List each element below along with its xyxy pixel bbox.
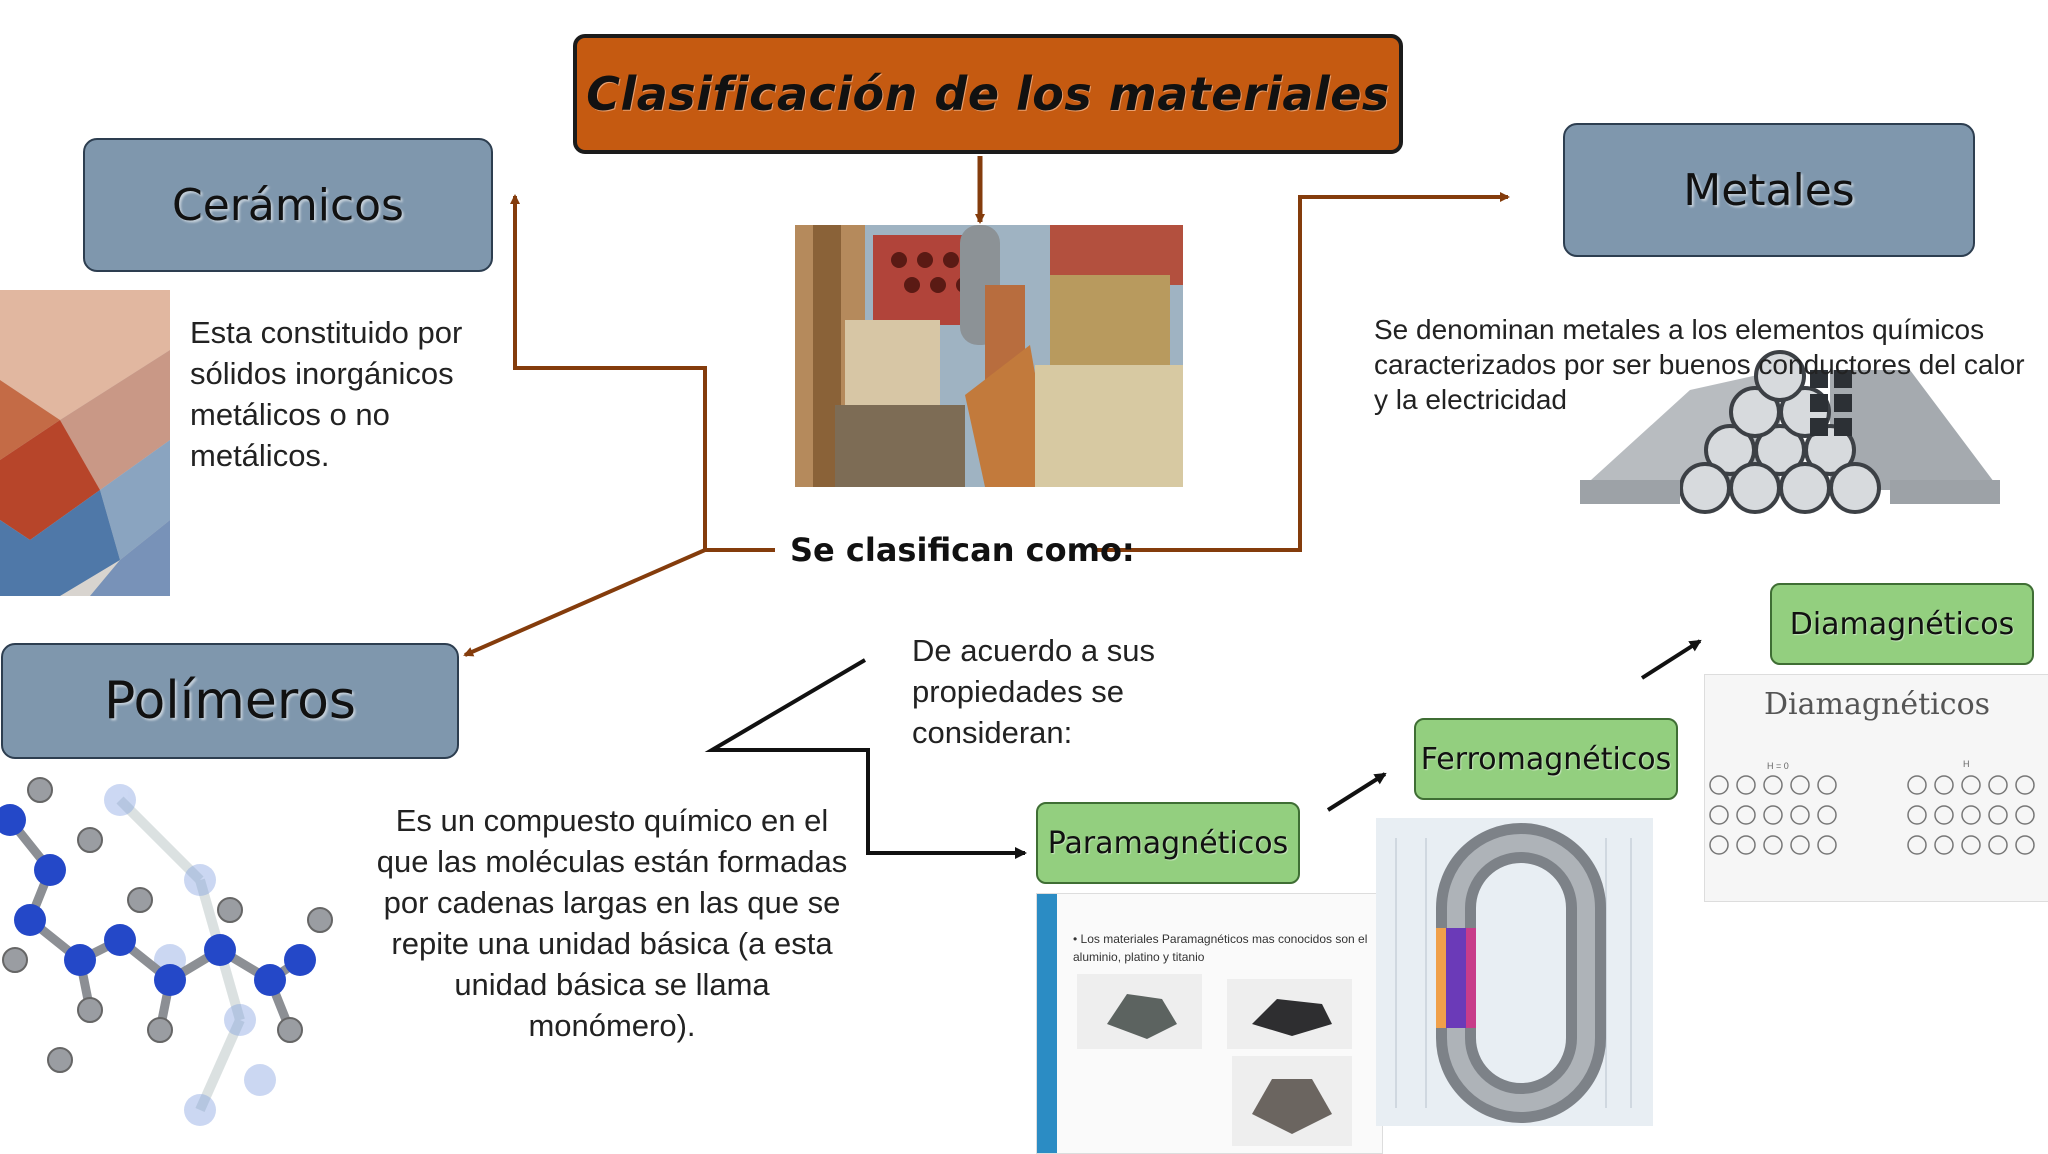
center-label: Se clasifican como: <box>790 531 1135 569</box>
arrow-para-to-ferro <box>1326 772 1387 812</box>
bullet-dot: • <box>1073 932 1081 946</box>
ferromagnetic-image <box>1376 818 1653 1126</box>
title-text: Clasificación de los materiales <box>586 67 1390 121</box>
paramagnetic-slide-bullet-text: Los materiales Paramagnéticos mas conoci… <box>1073 932 1368 964</box>
category-box-ceramicos: Cerámicos <box>83 138 493 272</box>
diamagnetic-field-h: H <box>1963 759 1970 769</box>
arrow-to-polimeros <box>463 548 706 657</box>
arrow-to-ceramicos <box>510 194 775 552</box>
diamagnetic-slide-image: Diamagnéticos H = 0 H <box>1704 674 2048 902</box>
description-metales: Se denominan metales a los elementos quí… <box>1374 314 2025 415</box>
title-box: Clasificación de los materiales <box>573 34 1403 154</box>
property-box-ferromagneticos: Ferromagnéticos <box>1414 718 1678 800</box>
arrow-to-paramagneticos <box>704 658 1027 859</box>
category-label-polimeros: Polímeros <box>103 671 356 731</box>
property-label-paramagneticos: Paramagnéticos <box>1047 825 1289 861</box>
category-box-metales: Metales <box>1563 123 1975 257</box>
description-ceramicos: Esta constituido por sólidos inorgánicos… <box>190 315 463 473</box>
property-label-ferromagneticos: Ferromagnéticos <box>1420 741 1672 777</box>
arrow-to-metales <box>1095 192 1510 552</box>
arrow-ferro-to-dia <box>1640 639 1702 680</box>
slide-accent-bar <box>1037 894 1057 1153</box>
property-box-diamagneticos: Diamagnéticos <box>1770 583 2034 665</box>
property-label-diamagneticos: Diamagnéticos <box>1789 606 2015 642</box>
mineral-samples <box>1077 974 1352 1146</box>
diamagnetic-field-zero: H = 0 <box>1767 761 1789 771</box>
metal-pipes-photo <box>1580 350 2000 514</box>
materials-photo <box>795 225 1183 487</box>
category-label-metales: Metales <box>1683 164 1855 216</box>
description-polimeros: Es un compuesto químico en el que las mo… <box>376 803 848 1043</box>
properties-intro: De acuerdo a sus propiedades se consider… <box>912 633 1155 750</box>
category-box-polimeros: Polímeros <box>1 643 459 759</box>
category-label-ceramicos: Cerámicos <box>172 179 404 231</box>
polymer-molecule-image <box>0 777 333 1126</box>
diamagnetic-slide-title: Diamagnéticos <box>1763 687 1991 722</box>
paramagnetic-slide-bullet: • Los materiales Paramagnéticos mas cono… <box>1073 930 1373 966</box>
ceramic-tiles-photo <box>0 290 170 596</box>
property-box-paramagneticos: Paramagnéticos <box>1036 802 1300 884</box>
paramagnetic-slide-image: • Los materiales Paramagnéticos mas cono… <box>1036 893 1383 1154</box>
diamagnetic-dipole-grid <box>1709 775 2035 855</box>
